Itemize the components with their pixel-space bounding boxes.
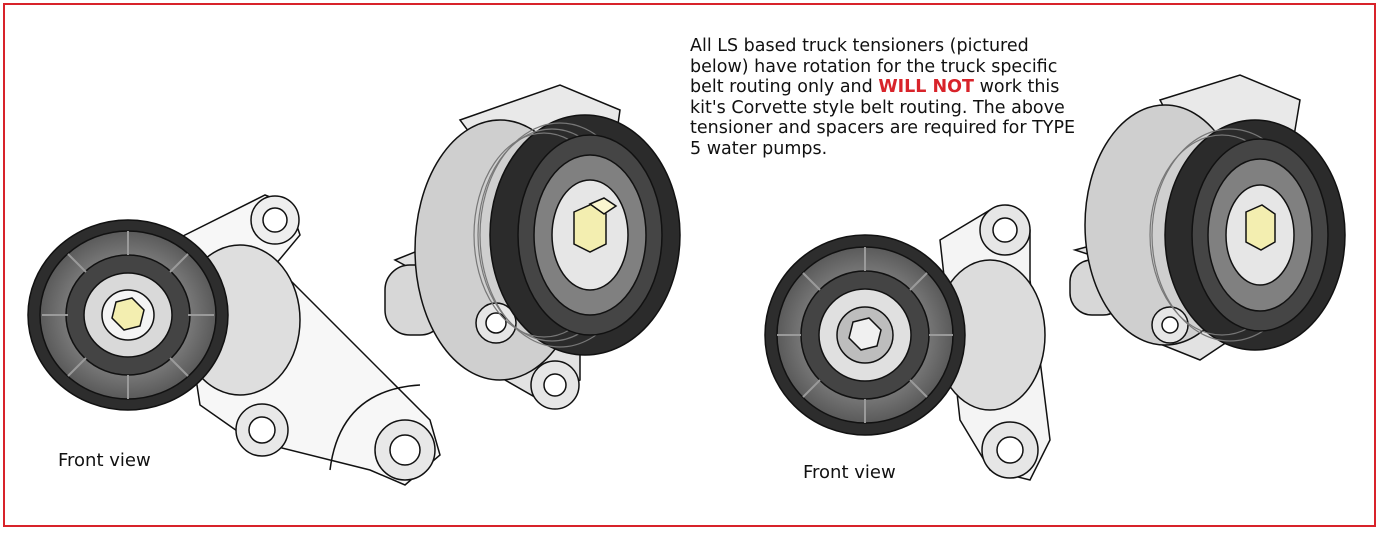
notice-text-before: All LS based truck tensioners (pictured … [690, 36, 1058, 97]
left-front-view-caption: Front view [58, 450, 151, 471]
left-iso-tensioner [384, 84, 681, 410]
right-front-view-caption: Front view [803, 462, 896, 483]
notice-warning: WILL NOT [878, 77, 974, 97]
compatibility-notice: All LS based truck tensioners (pictured … [690, 36, 1090, 159]
right-iso-tensioner [1069, 74, 1346, 361]
left-front-view-tensioner [27, 194, 441, 486]
notice-text-after: work this kit's Corvette style belt rout… [690, 77, 1076, 159]
right-front-view-tensioner [764, 204, 1051, 481]
